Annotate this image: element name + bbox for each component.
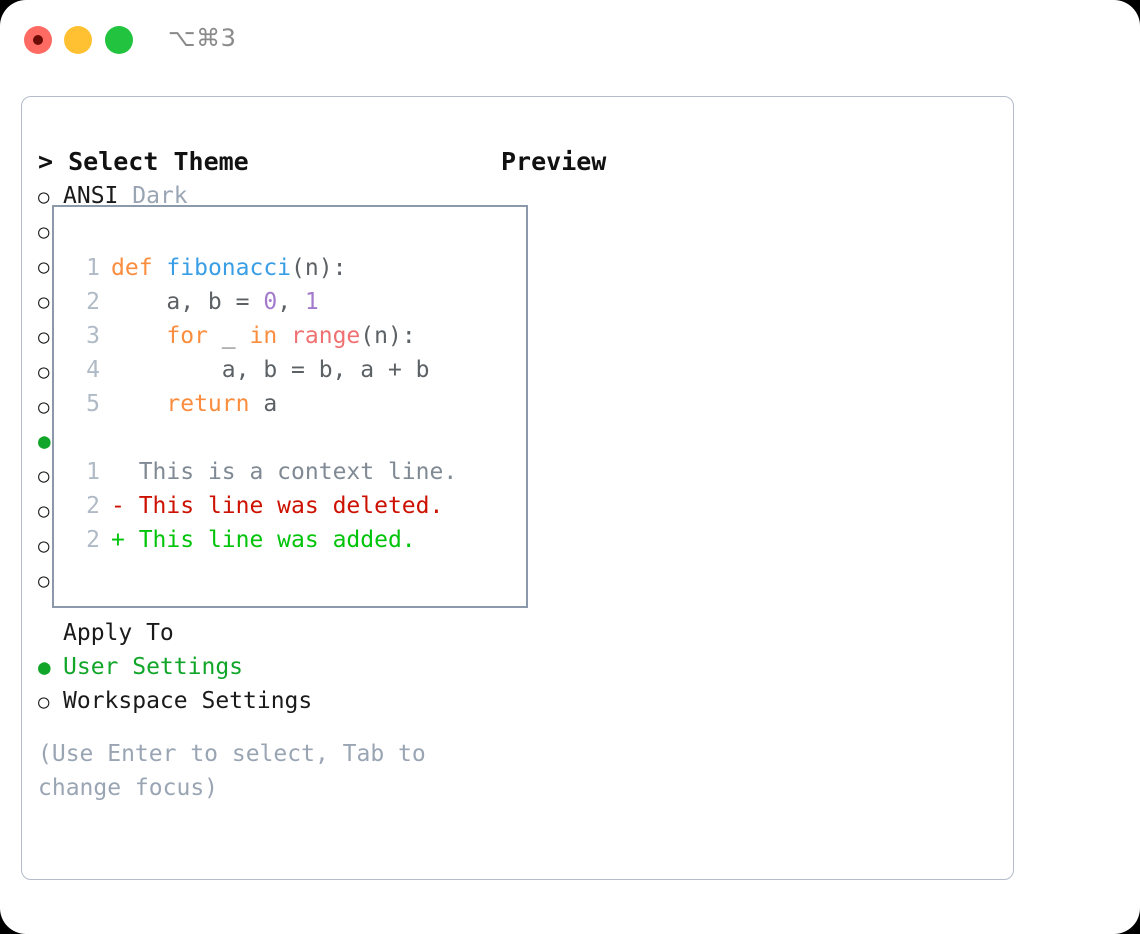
diff-text: This is a context line. xyxy=(138,459,458,485)
line-number: 2 xyxy=(86,493,100,519)
radio-unselected-icon[interactable]: ○ xyxy=(38,691,50,713)
line-number: 2 xyxy=(86,527,100,553)
apply-to-option[interactable]: ○ Workspace Settings xyxy=(38,684,488,719)
keyboard-hint-line-1: (Use Enter to select, Tab to xyxy=(38,741,426,767)
radio-unselected-icon[interactable]: ○ xyxy=(38,221,50,243)
keyboard-hint: (Use Enter to select, Tab to change focu… xyxy=(38,737,443,805)
code-token xyxy=(153,255,167,281)
code-token: a, b = b, a + b xyxy=(111,357,430,383)
radio-unselected-icon[interactable]: ○ xyxy=(38,186,50,208)
diff-line: 2 + This line was added. xyxy=(68,523,457,557)
code-token: range xyxy=(291,323,361,349)
line-number: 3 xyxy=(86,323,100,349)
diff-marker: + xyxy=(111,527,139,553)
radio-unselected-icon[interactable]: ○ xyxy=(38,326,50,348)
panel-title-select-theme: > Select Theme xyxy=(38,147,249,176)
close-button[interactable] xyxy=(24,26,52,54)
code-token: return xyxy=(166,391,250,417)
code-text: return a xyxy=(111,387,277,421)
keyboard-hint-line-2: change focus) xyxy=(38,775,219,801)
preview-title: Preview xyxy=(501,147,607,176)
code-token: (n): xyxy=(291,255,347,281)
maximize-button[interactable] xyxy=(105,26,133,54)
code-text: a, b = b, a + b xyxy=(111,353,430,387)
preview-panel: Preview xyxy=(501,145,1001,179)
theme-list-item[interactable]: ○ ANSI Dark xyxy=(38,179,488,214)
code-token: (n): xyxy=(360,323,416,349)
apply-to-heading: Apply To xyxy=(63,620,174,646)
title-bar: ⌥⌘3 xyxy=(0,0,1140,80)
radio-unselected-icon[interactable]: ○ xyxy=(38,500,50,522)
code-token: , xyxy=(277,289,305,315)
code-token xyxy=(111,323,166,349)
diff-line: 2- This line was deleted. xyxy=(68,489,457,523)
code-token: for xyxy=(166,323,208,349)
code-token: 0 xyxy=(263,289,278,315)
code-line: 2 a, b = 0, 1 xyxy=(68,285,457,319)
code-token xyxy=(277,323,291,349)
minimize-button[interactable] xyxy=(64,26,92,54)
code-text: def fibonacci(n): xyxy=(111,251,346,285)
radio-unselected-icon[interactable]: ○ xyxy=(38,291,50,313)
code-spacer xyxy=(68,421,457,455)
diff-marker: - xyxy=(111,493,139,519)
shortcut-label: ⌥⌘3 xyxy=(168,24,237,52)
code-line: 3 for _ in range(n): xyxy=(68,319,457,353)
radio-selected-icon[interactable]: ● xyxy=(38,429,51,453)
line-number: 5 xyxy=(86,391,100,417)
line-number: 1 xyxy=(86,255,100,281)
radio-unselected-icon[interactable]: ○ xyxy=(38,535,50,557)
theme-variant-tag: Dark xyxy=(132,183,188,209)
code-token: a xyxy=(249,391,278,417)
code-token: in xyxy=(249,323,278,349)
content-card: > Select Theme ○ANSI Dark○Atom One Dark○… xyxy=(21,96,1014,880)
diff-text: This line was added. xyxy=(138,527,416,553)
radio-unselected-icon[interactable]: ○ xyxy=(38,361,50,383)
code-text: a, b = 0, 1 xyxy=(111,285,319,319)
code-token xyxy=(111,391,166,417)
code-token: _ xyxy=(207,323,250,349)
radio-unselected-icon[interactable]: ○ xyxy=(38,256,50,278)
code-token: a, b = xyxy=(111,289,264,315)
diff-marker xyxy=(111,455,139,489)
code-line: 1 def fibonacci(n): xyxy=(68,251,457,285)
radio-unselected-icon[interactable]: ○ xyxy=(38,570,50,592)
code-line: 4 a, b = b, a + b xyxy=(68,353,457,387)
apply-to-label: Workspace Settings xyxy=(63,688,313,714)
theme-name: ANSI xyxy=(63,183,119,209)
code-token: 1 xyxy=(304,289,319,315)
code-line: 5 return a xyxy=(68,387,457,421)
line-number: 1 xyxy=(86,459,100,485)
radio-selected-icon[interactable]: ● xyxy=(38,655,51,679)
radio-unselected-icon[interactable]: ○ xyxy=(38,465,50,487)
code-text: for _ in range(n): xyxy=(111,319,416,353)
apply-to-option[interactable]: ● User Settings xyxy=(38,650,488,684)
diff-line: 1 This is a context line. xyxy=(68,455,457,489)
diff-text: This line was deleted. xyxy=(138,493,444,519)
radio-unselected-icon[interactable]: ○ xyxy=(38,396,50,418)
line-number: 4 xyxy=(86,357,100,383)
code-token: fibonacci xyxy=(166,255,292,281)
apply-to-list: ● User Settings ○ Workspace Settings xyxy=(38,650,488,719)
apply-to-label: User Settings xyxy=(63,654,244,680)
diff-sample: 1 This is a context line.2- This line wa… xyxy=(68,455,457,557)
code-token: def xyxy=(111,255,153,281)
line-number: 2 xyxy=(86,289,100,315)
